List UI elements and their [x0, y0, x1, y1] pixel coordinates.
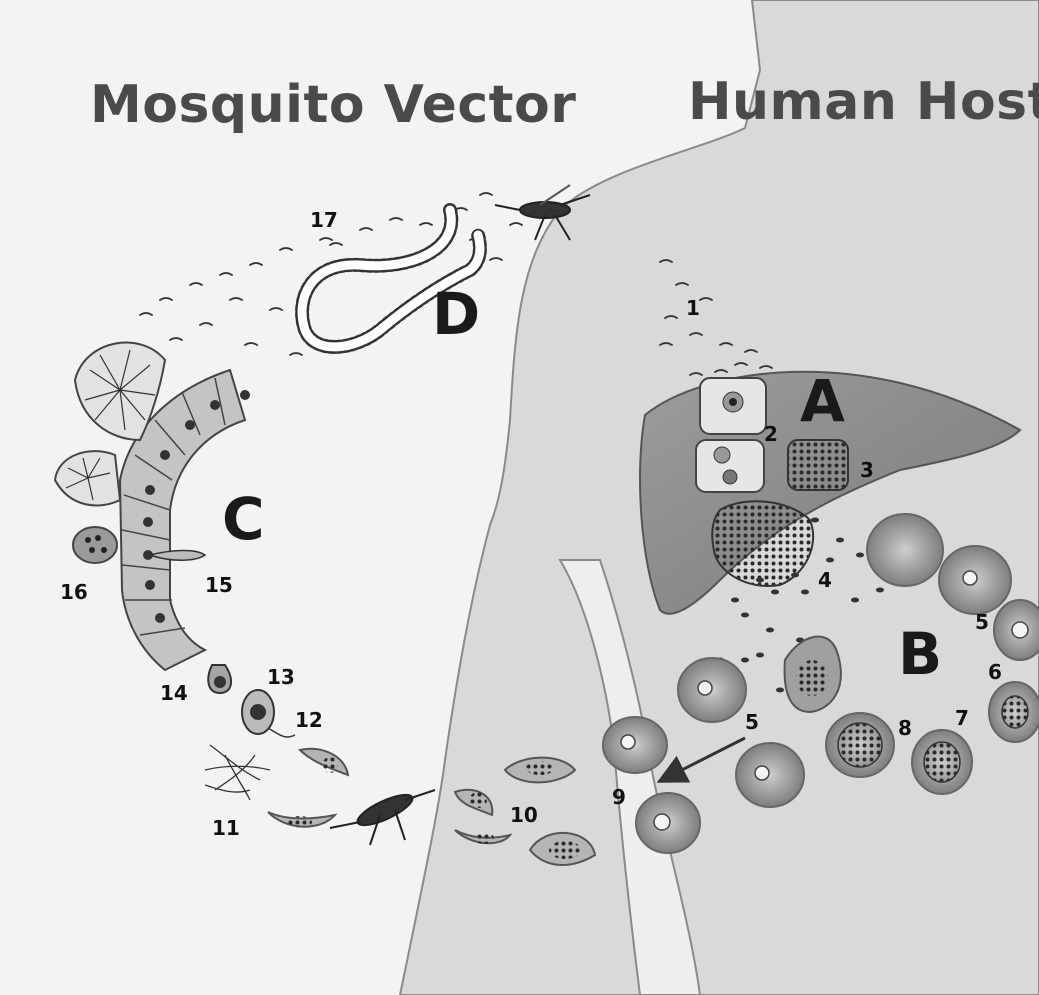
microgametes-11 [205, 745, 270, 800]
number-label-7: 7 [955, 708, 969, 728]
heading-mosquito-vector: Mosquito Vector [90, 75, 576, 135]
stage-label-a: A [800, 372, 845, 430]
number-label-17: 17 [310, 210, 338, 230]
rupturing-schizont [712, 501, 813, 586]
mosquito-bottom [330, 789, 435, 845]
number-label-8: 8 [898, 718, 912, 738]
number-label-6: 6 [988, 662, 1002, 682]
number-label-16: 16 [60, 582, 88, 602]
heading-human-host: Human Host [688, 72, 1039, 132]
number-label-2: 2 [764, 424, 778, 444]
number-label-14: 14 [160, 683, 188, 703]
number-label-4: 4 [818, 570, 832, 590]
number-label-5: 5 [975, 612, 989, 632]
number-label-15: 15 [205, 575, 233, 595]
stage-label-c: C [222, 490, 265, 548]
number-label-10: 10 [510, 805, 538, 825]
liver-schizont [788, 440, 848, 490]
number-label-3: 3 [860, 460, 874, 480]
number-label-11: 11 [212, 818, 240, 838]
number-label-13: 13 [267, 667, 295, 687]
number-label-1: 1 [686, 298, 700, 318]
number-label-9: 9 [612, 787, 626, 807]
number-label-12: 12 [295, 710, 323, 730]
stage-label-d: D [432, 285, 480, 343]
stage-label-b: B [898, 625, 942, 683]
number-label-5-second: 5 [745, 712, 759, 732]
